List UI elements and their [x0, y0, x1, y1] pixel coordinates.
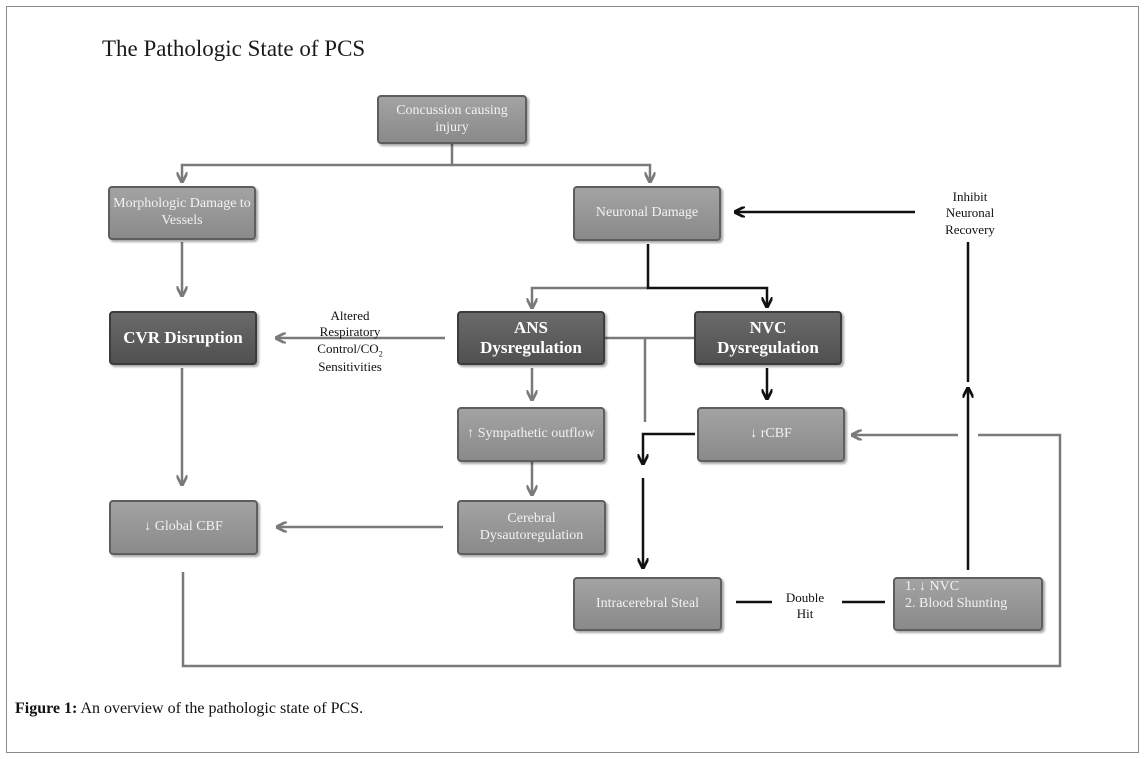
node-cvr-disruption: CVR Disruption	[109, 311, 257, 365]
diagram-title: The Pathologic State of PCS	[102, 36, 366, 61]
caption-label: Figure 1:	[15, 700, 78, 717]
edge-concussion-neuronal	[452, 163, 650, 182]
node-neuronal-damage: Neuronal Damage	[573, 186, 721, 241]
node-rcbf: ↓ rCBF	[697, 407, 845, 462]
node-nvc-dysregulation: NVC Dysregulation	[694, 311, 842, 365]
node-intracerebral-steal: Intracerebral Steal	[573, 577, 722, 631]
edge-neuronal-nvc	[646, 244, 767, 307]
node-double-hit-effects: 1. ↓ NVC 2. Blood Shunting	[893, 577, 1043, 631]
label-inhibit-neuronal-recovery: Inhibit Neuronal Recovery	[945, 189, 995, 237]
caption-text: An overview of the pathologic state of P…	[77, 700, 364, 717]
edge-global-loop	[181, 433, 1062, 668]
edge-concussion-split	[182, 142, 454, 182]
node-ans-dysregulation: ANS Dysregulation	[457, 311, 605, 365]
node-concussion: Concussion causing injury	[377, 95, 527, 144]
edge-neuronal-ans	[532, 286, 648, 308]
edge-rcbf-steal	[643, 432, 695, 464]
node-cerebral-dysautoregulation: Cerebral Dysautoregulation	[457, 500, 606, 555]
node-morphologic-damage: Morphologic Damage to Vessels	[108, 186, 256, 240]
label-altered-respiratory: Altered Respiratory Control/CO2 Sensitiv…	[317, 308, 383, 375]
node-sympathetic-outflow: ↑ Sympathetic outflow	[457, 407, 605, 462]
figure-caption: Figure 1: An overview of the pathologic …	[15, 700, 363, 718]
node-global-cbf: ↓ Global CBF	[109, 500, 258, 555]
label-double-hit: Double Hit	[785, 590, 825, 622]
figure-frame	[6, 6, 1139, 753]
